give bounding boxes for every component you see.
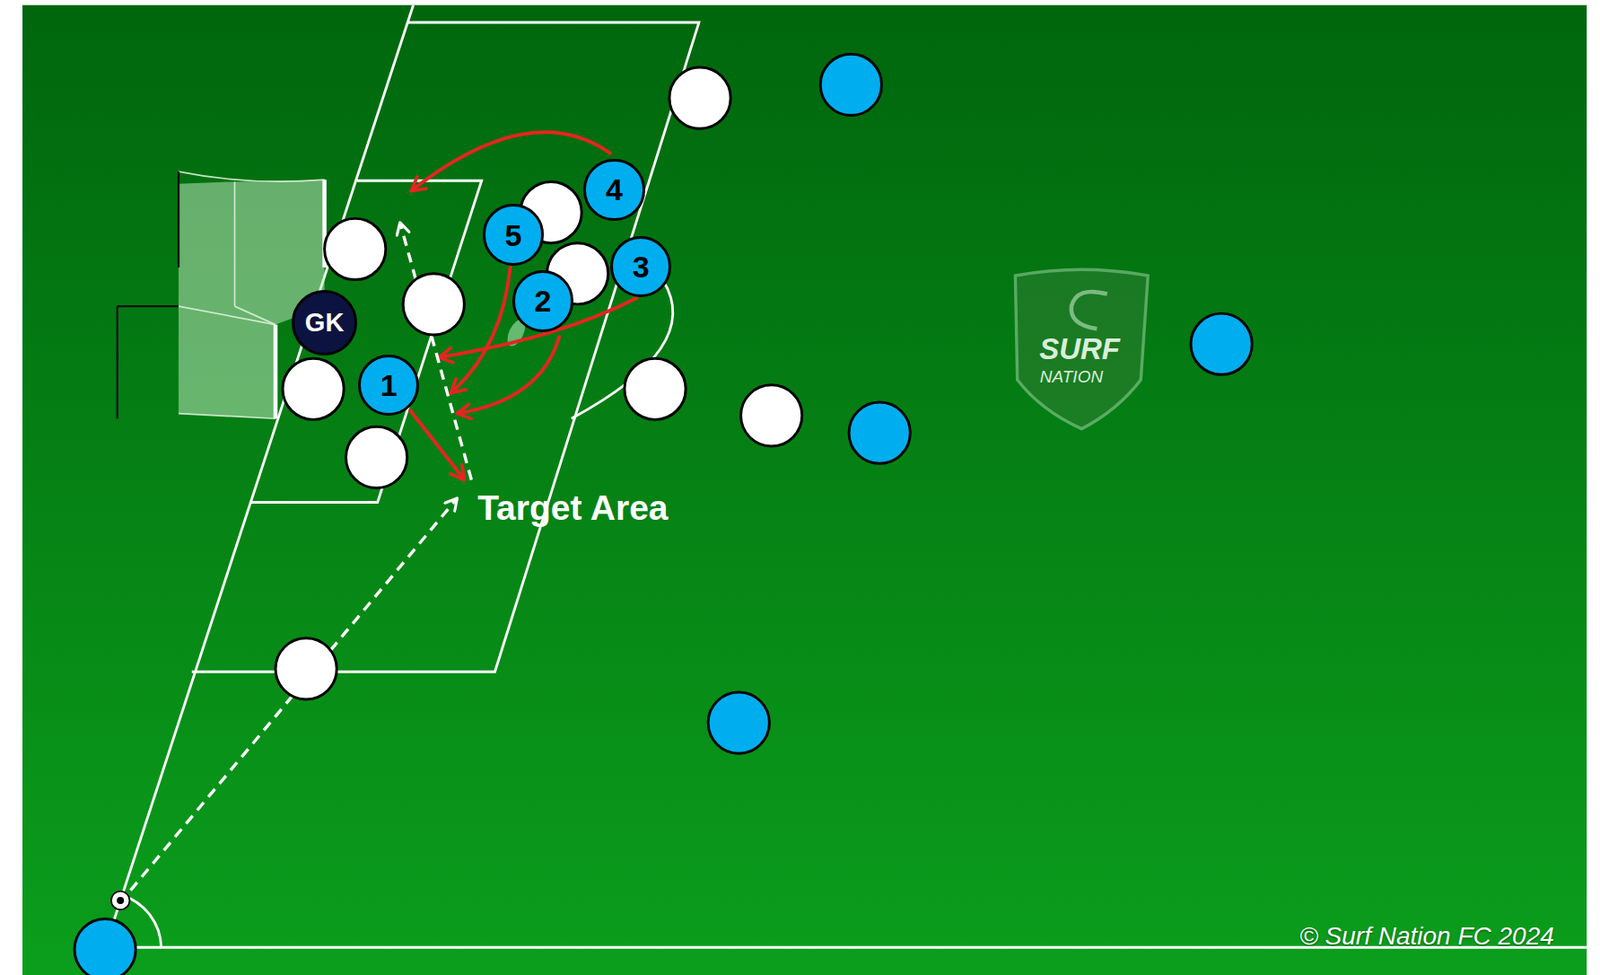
ball-patch xyxy=(116,896,124,904)
logo-text: SURF xyxy=(1039,332,1120,366)
logo-shield xyxy=(1014,269,1148,429)
logo-text: NATION xyxy=(1040,367,1103,387)
goal-frame xyxy=(117,305,179,307)
net-line xyxy=(234,181,237,307)
player-number: 4 xyxy=(605,174,623,205)
player-number: 3 xyxy=(632,251,650,282)
logo-swoosh xyxy=(1071,291,1108,329)
defender xyxy=(741,384,803,446)
goal-frame xyxy=(177,171,180,268)
target-label: Target Area xyxy=(477,489,668,528)
attackers xyxy=(74,53,1252,975)
goalkeeper-circle: GK xyxy=(291,289,358,356)
player-number: 2 xyxy=(533,285,551,316)
net-line xyxy=(235,306,276,324)
grass xyxy=(22,5,1587,975)
player-circle: 5 xyxy=(482,203,544,265)
attacker xyxy=(848,402,910,464)
attacker xyxy=(708,691,770,753)
player-circle: 1 xyxy=(358,354,420,416)
goal-line xyxy=(104,5,413,948)
player-number: 1 xyxy=(380,369,398,401)
ball-paths xyxy=(131,222,473,891)
run-arrow xyxy=(456,336,560,413)
copyright-note: © Surf Nation FC 2024 xyxy=(1299,922,1555,951)
net-line xyxy=(178,171,325,182)
player-number: GK xyxy=(305,309,345,336)
attacker xyxy=(1190,313,1252,375)
defender xyxy=(275,638,337,700)
defender xyxy=(624,358,686,420)
logo-watermark xyxy=(1014,269,1148,429)
defender xyxy=(324,218,386,280)
defender xyxy=(345,426,407,488)
player-number: 5 xyxy=(504,219,522,251)
defender xyxy=(402,273,464,335)
run-arrow xyxy=(410,131,611,191)
player-circle: 2 xyxy=(512,270,574,332)
net-line xyxy=(178,306,276,324)
attacker xyxy=(820,53,882,115)
ball-body xyxy=(111,891,130,910)
player-circle: 3 xyxy=(610,236,672,298)
defender xyxy=(282,358,344,420)
corner-taker xyxy=(74,918,136,975)
player-circle: 4 xyxy=(583,158,645,220)
pitch-lines xyxy=(104,5,1587,948)
net-line xyxy=(178,413,276,420)
cross-path xyxy=(131,498,458,891)
goal-frame xyxy=(116,306,119,419)
flick-path xyxy=(400,222,473,481)
goal-post xyxy=(273,324,279,420)
defenders xyxy=(275,67,803,700)
ball xyxy=(111,891,130,910)
defender xyxy=(669,67,731,129)
